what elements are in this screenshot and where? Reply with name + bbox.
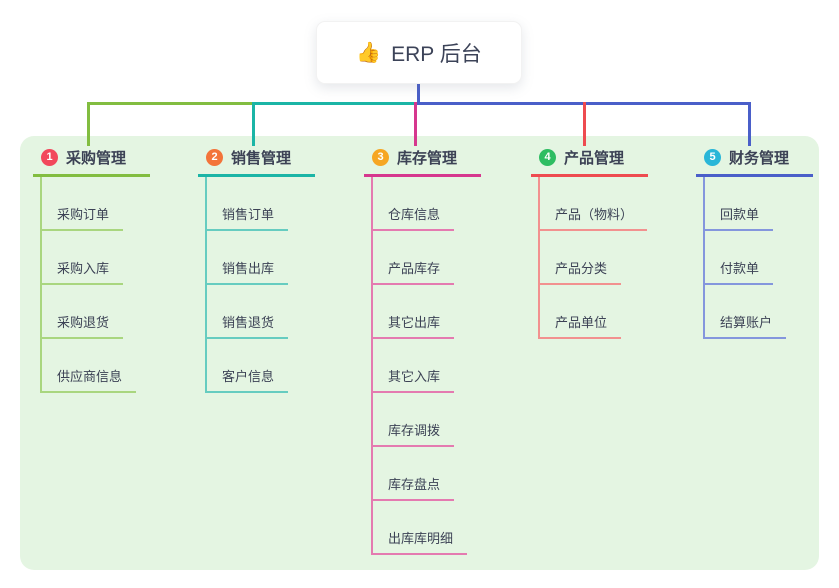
node-receipt-bill[interactable]: 回款单 [703, 204, 774, 231]
node-sales-return[interactable]: 销售退货 [205, 312, 289, 339]
branch-children: 回款单 付款单 结算账户 [703, 177, 787, 339]
drop-line-purchase [87, 102, 90, 146]
node-purchase-inbound[interactable]: 采购入库 [40, 258, 124, 285]
branch-header-product[interactable]: 4 产品管理 [531, 144, 648, 177]
root-connector-line [417, 84, 420, 105]
branch-inventory: 3 库存管理 仓库信息 产品库存 其它出库 其它入库 库存调拨 库存盘点 出库库… [364, 144, 481, 555]
node-purchase-order[interactable]: 采购订单 [40, 204, 124, 231]
branch-label: 库存管理 [397, 150, 458, 167]
node-product-unit[interactable]: 产品单位 [538, 312, 622, 339]
branch-header-inventory[interactable]: 3 库存管理 [364, 144, 481, 177]
branch-finance: 5 财务管理 回款单 付款单 结算账户 [696, 144, 813, 339]
branch-number-badge: 2 [206, 149, 223, 166]
node-supplier-info[interactable]: 供应商信息 [40, 366, 137, 393]
branch-product: 4 产品管理 产品（物料） 产品分类 产品单位 [531, 144, 648, 339]
node-warehouse-info[interactable]: 仓库信息 [371, 204, 455, 231]
root-node[interactable]: 👍 ERP 后台 [316, 21, 522, 84]
branch-label: 财务管理 [729, 150, 790, 167]
branch-label: 产品管理 [564, 150, 625, 167]
branches-background-panel [20, 136, 819, 570]
bus-line-purchase [87, 102, 253, 105]
node-other-outbound[interactable]: 其它出库 [371, 312, 455, 339]
branch-sales: 2 销售管理 销售订单 销售出库 销售退货 客户信息 [198, 144, 315, 393]
branch-children: 采购订单 采购入库 采购退货 供应商信息 [40, 177, 137, 393]
node-payment-bill[interactable]: 付款单 [703, 258, 774, 285]
node-product-stock[interactable]: 产品库存 [371, 258, 455, 285]
node-stock-transfer[interactable]: 库存调拨 [371, 420, 455, 447]
node-other-inbound[interactable]: 其它入库 [371, 366, 455, 393]
node-settlement-account[interactable]: 结算账户 [703, 312, 787, 339]
node-product-category[interactable]: 产品分类 [538, 258, 622, 285]
thumbs-up-icon: 👍 [356, 41, 382, 64]
node-customer-info[interactable]: 客户信息 [205, 366, 289, 393]
drop-line-inventory [414, 102, 417, 146]
node-sales-outbound[interactable]: 销售出库 [205, 258, 289, 285]
node-product-material[interactable]: 产品（物料） [538, 204, 648, 231]
branch-number-badge: 4 [539, 149, 556, 166]
branch-children: 产品（物料） 产品分类 产品单位 [538, 177, 648, 339]
branch-label: 采购管理 [66, 150, 127, 167]
drop-line-product [583, 102, 586, 146]
node-outbound-detail[interactable]: 出库库明细 [371, 528, 468, 555]
branch-children: 销售订单 销售出库 销售退货 客户信息 [205, 177, 289, 393]
branch-header-sales[interactable]: 2 销售管理 [198, 144, 315, 177]
drop-line-finance [748, 102, 751, 146]
branch-number-badge: 5 [704, 149, 721, 166]
root-label: ERP 后台 [391, 42, 482, 66]
branch-label: 销售管理 [231, 150, 292, 167]
bus-line-sales [252, 102, 418, 105]
node-stock-count[interactable]: 库存盘点 [371, 474, 455, 501]
branch-header-finance[interactable]: 5 财务管理 [696, 144, 813, 177]
node-purchase-return[interactable]: 采购退货 [40, 312, 124, 339]
branch-header-purchase[interactable]: 1 采购管理 [33, 144, 150, 177]
node-sales-order[interactable]: 销售订单 [205, 204, 289, 231]
drop-line-sales [252, 102, 255, 146]
branch-number-badge: 1 [41, 149, 58, 166]
branch-purchase: 1 采购管理 采购订单 采购入库 采购退货 供应商信息 [33, 144, 150, 393]
branch-children: 仓库信息 产品库存 其它出库 其它入库 库存调拨 库存盘点 出库库明细 [371, 177, 468, 555]
branch-number-badge: 3 [372, 149, 389, 166]
